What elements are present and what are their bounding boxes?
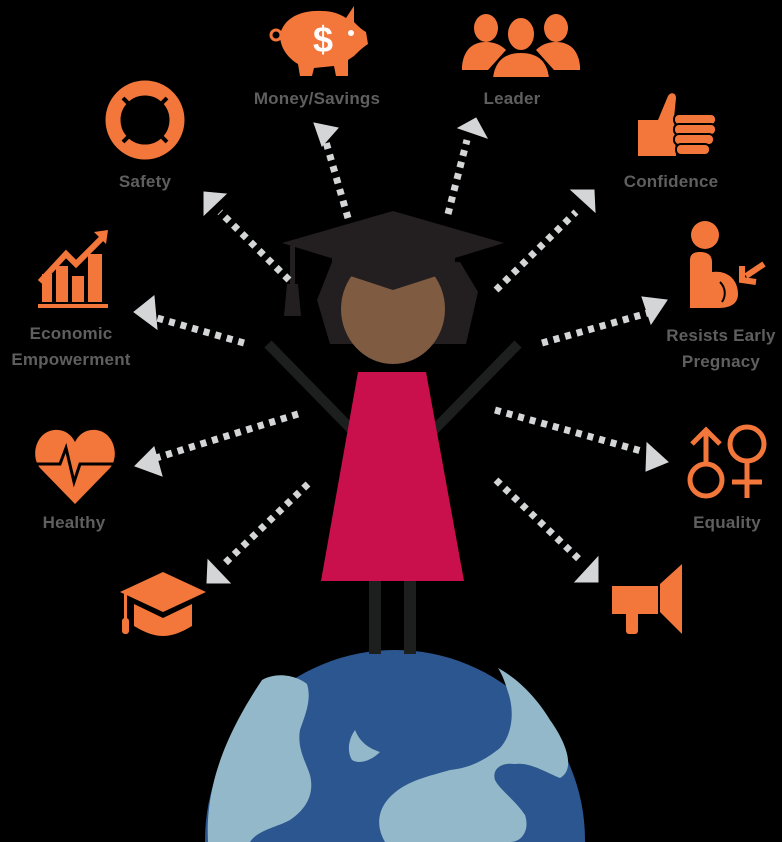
label-resists-early-pregnancy: Resists Early Pregnacy [660,325,782,373]
thumbs-up-icon [636,90,718,158]
label-economic-line1: Economic [29,324,113,343]
girl-legs [369,580,416,654]
life-ring-icon [104,79,186,161]
gender-symbols-icon [686,424,768,500]
pregnant-person-icon [688,220,770,308]
arrow-money-savings [322,141,352,219]
label-pregnancy-line1: Resists Early [666,326,776,345]
graduation-cap-icon [118,570,208,636]
girl-graduation-cap [282,211,504,316]
svg-text:$: $ [313,19,333,60]
arrows [133,117,669,584]
label-safety: Safety [118,172,172,191]
label-economic-empowerment: Economic Empowerment [0,323,142,371]
girl-dress [321,372,464,581]
arrow-safety [217,209,292,283]
label-equality: Equality [693,513,761,532]
arrow-healthy [154,410,300,462]
arrow-voice [493,477,585,565]
girl-arms [264,340,522,434]
group-people-icon [458,8,584,78]
growth-chart-icon [36,230,112,310]
arrow-equality [494,406,646,456]
megaphone-icon [610,562,686,636]
label-money-savings: Money/Savings [253,89,381,108]
label-confidence: Confidence [623,172,719,191]
label-pregnancy-line2: Pregnacy [681,352,761,371]
label-economic-line2: Empowerment [11,350,131,369]
globe [205,650,585,842]
piggy-bank-icon: $ [262,2,374,78]
arrow-economic-empowerment [156,314,245,347]
heartbeat-icon [34,428,116,506]
arrow-leader [444,139,471,215]
arrow-education [219,481,311,569]
label-leader: Leader [483,89,541,108]
arrow-resists-early-pregnancy [541,309,649,347]
label-healthy: Healthy [42,513,106,532]
arrow-confidence [493,209,579,293]
